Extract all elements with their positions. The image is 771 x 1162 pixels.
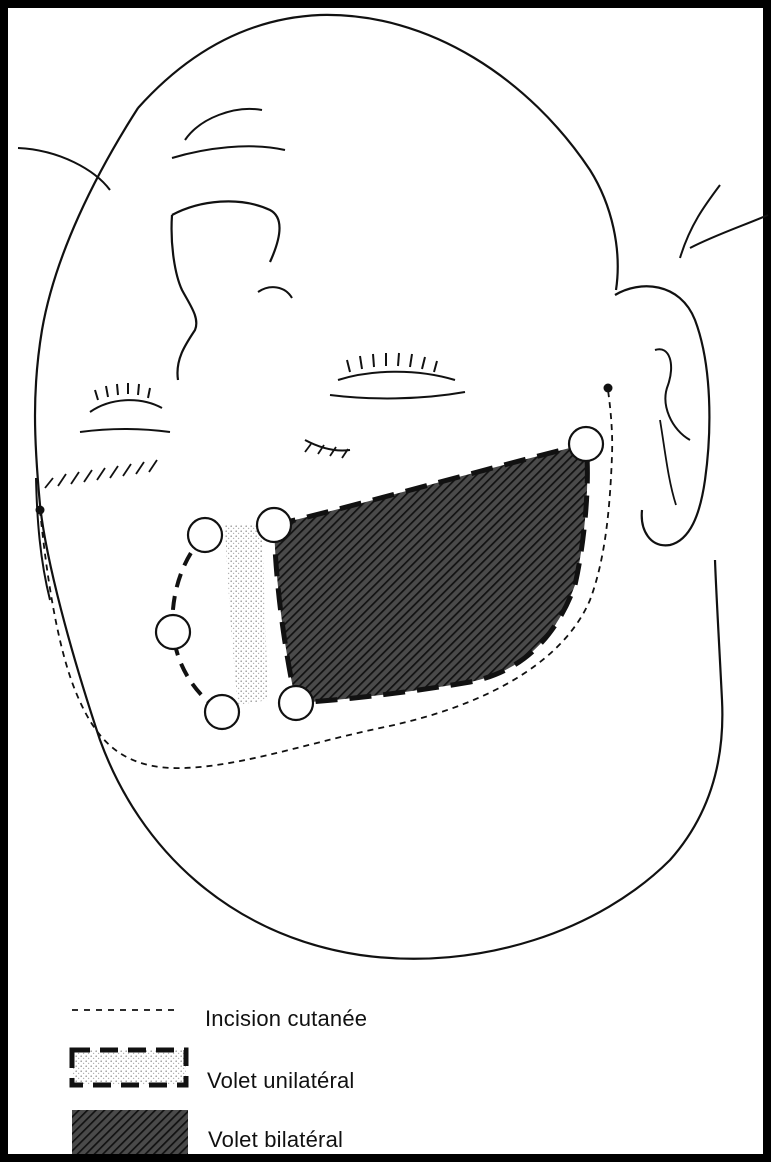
incision-endpoint-right [604,384,613,393]
landmark-circle [188,518,222,552]
unilateral-flap-area [225,525,268,705]
brow-left [185,109,262,140]
hair-strand-right [680,185,720,258]
hair-strand-right-2 [690,215,768,248]
legend [72,1010,188,1154]
brow-left-2 [172,146,285,158]
landmark-circle [205,695,239,729]
landmark-circle [156,615,190,649]
nose [172,215,197,380]
landmark-circle [279,686,313,720]
hair-strand-left [18,148,110,190]
ear [615,286,709,545]
landmark-circle [569,427,603,461]
eye-left [80,383,170,432]
incision-endpoint-left [36,506,45,515]
legend-label-bilateral: Volet bilatéral [208,1127,343,1153]
landmark-circle [257,508,291,542]
ear-helix [660,420,676,505]
chin-contour [36,478,50,600]
legend-label-unilateral: Volet unilatéral [207,1068,355,1094]
head-outline [35,15,722,959]
legend-swatch-unilateral [72,1050,186,1085]
eye-right [305,353,465,451]
legend-swatch-bilateral [72,1110,188,1154]
legend-label-incision: Incision cutanée [205,1006,367,1032]
nose-bridge [172,201,279,262]
nostril [258,287,292,298]
upper-lip-hatch [45,444,348,488]
bilateral-flap-area [274,444,587,703]
